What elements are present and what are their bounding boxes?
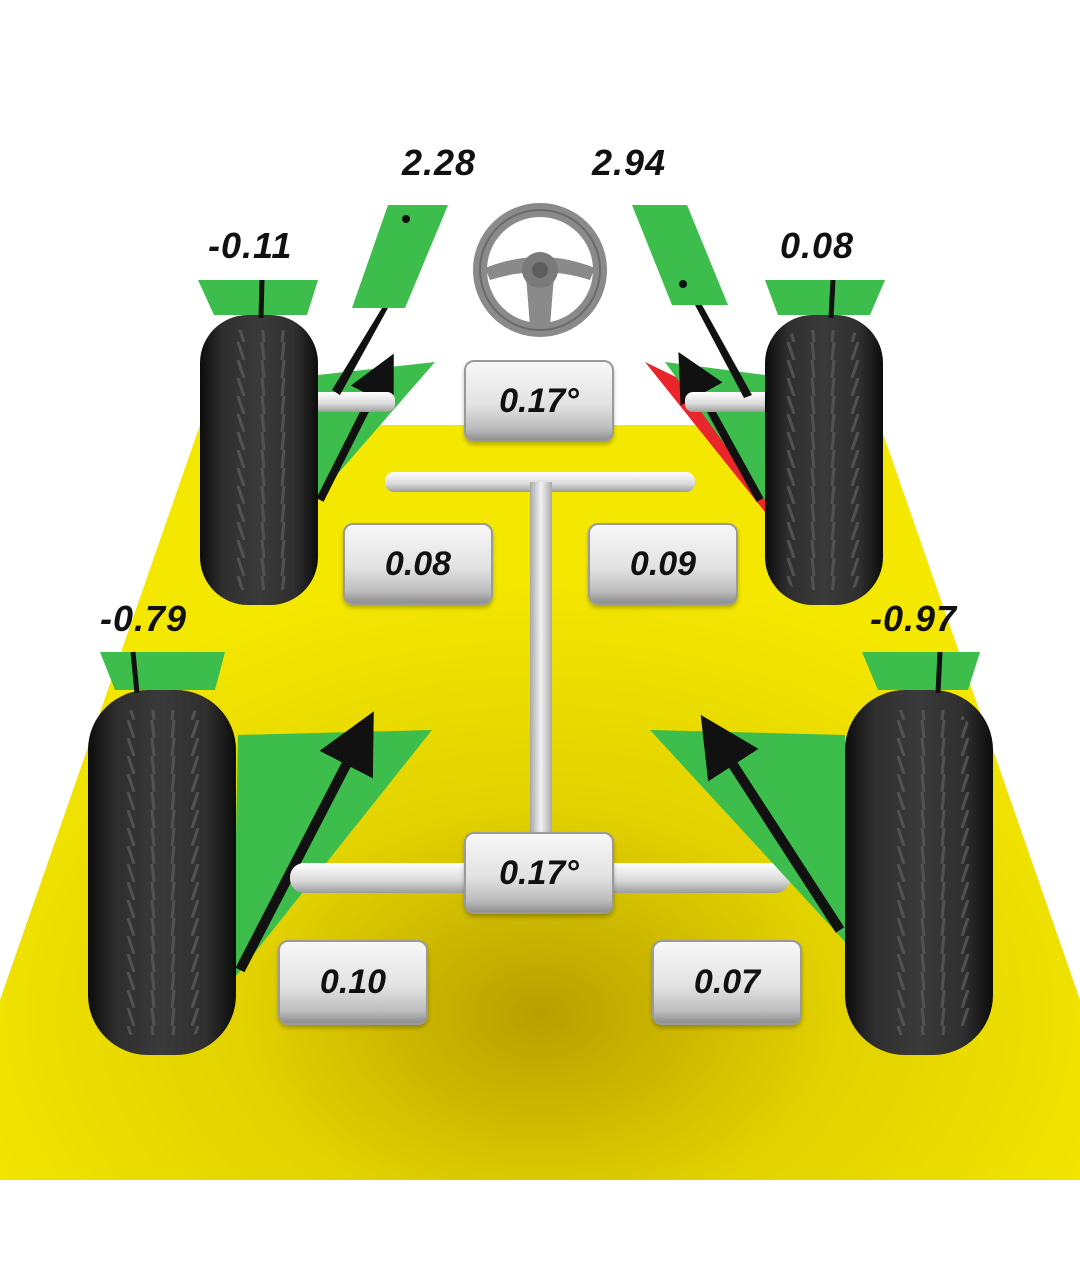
rear-total-toe-value: 0.17° <box>499 853 579 892</box>
front-left-axle-stub <box>300 392 395 412</box>
front-total-toe-plate: 0.17° <box>464 360 614 442</box>
rear-left-toe-sector <box>233 730 432 980</box>
steering-left-flag <box>352 205 448 308</box>
rear-right-wheel <box>650 651 993 1055</box>
front-left-toe-value: 0.08 <box>384 544 452 583</box>
steering-wheel-icon <box>473 203 607 337</box>
rear-left-wheel <box>88 651 790 1055</box>
front-right-toe-value: 0.09 <box>629 544 697 583</box>
front-left-toe-plate: 0.08 <box>343 523 493 605</box>
front-right-toe-sector-out-of-range <box>645 362 765 512</box>
front-right-wheel <box>645 279 885 605</box>
steering-angle-right-indicator <box>632 205 752 398</box>
front-right-axle-stub <box>685 392 780 412</box>
steering-right-flag <box>632 205 728 305</box>
rear-left-toe-value: 0.10 <box>319 963 387 1001</box>
direction-arrow-icon <box>235 711 374 973</box>
rear-left-toe-plate: 0.10 <box>278 940 428 1025</box>
steering-angle-left-indicator <box>332 205 448 395</box>
steering-angle-right-value: 2.94 <box>592 142 667 183</box>
front-left-wheel <box>198 279 435 605</box>
front-left-camber-gauge <box>198 280 318 315</box>
rear-right-camber-gauge <box>862 652 980 690</box>
center-spine <box>530 482 552 842</box>
rear-right-toe-sector <box>650 730 848 945</box>
rear-right-toe-value: 0.07 <box>693 963 761 1001</box>
direction-arrow-icon <box>700 714 845 933</box>
steering-angle-left-value: 2.28 <box>402 142 477 183</box>
front-left-camber-value: -0.11 <box>208 225 293 266</box>
rear-left-camber-value: -0.79 <box>100 598 188 639</box>
rear-right-toe-plate: 0.07 <box>652 940 802 1025</box>
front-right-camber-value: 0.08 <box>780 225 855 266</box>
front-total-toe-value: 0.17° <box>499 381 579 420</box>
rear-total-toe-plate: 0.17° <box>464 832 614 914</box>
front-right-toe-plate: 0.09 <box>588 523 738 605</box>
rear-left-camber-gauge <box>100 652 225 690</box>
front-right-camber-gauge <box>765 280 885 315</box>
rear-right-camber-value: -0.97 <box>870 598 958 639</box>
